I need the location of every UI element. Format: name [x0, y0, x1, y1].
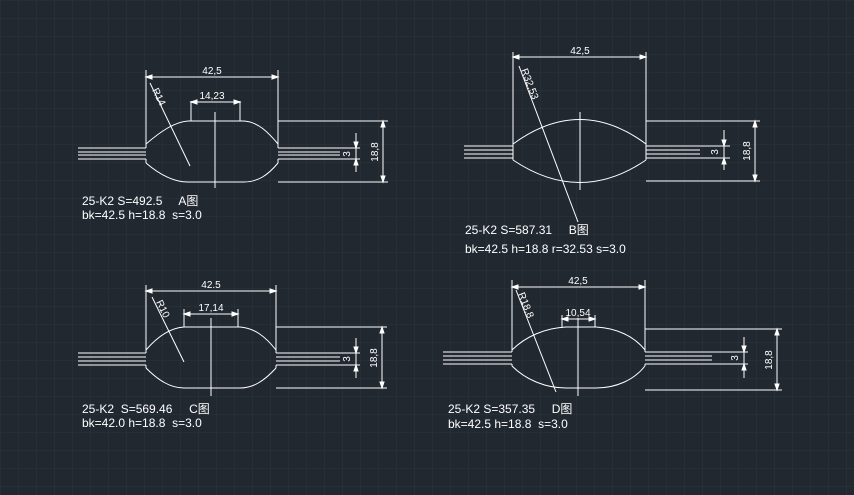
spec-line-2: bk=42.0 h=18.8 s=3.0 — [82, 416, 202, 430]
dimension-length-label: 42,5 — [568, 276, 588, 287]
radius-leader — [149, 82, 191, 167]
dimension-thickness-label: 3 — [710, 149, 721, 155]
dimension-length-label: 42,5 — [202, 66, 222, 77]
drawing-c[interactable]: 42.5 17,14 R10 3 18,8 25-K2 S=569.46 C图 … — [78, 280, 387, 430]
dimension-height[interactable] — [276, 325, 387, 390]
dimension-thickness[interactable] — [741, 337, 747, 378]
dimension-length[interactable] — [144, 285, 278, 350]
dimension-thickness[interactable] — [353, 338, 359, 378]
dimension-thickness[interactable] — [353, 133, 359, 172]
dimension-height-label: 18,8 — [742, 141, 753, 161]
dimension-height[interactable] — [645, 327, 782, 392]
drawing-d[interactable]: 42,5 10,54 R18,8 3 18,8 25-K2 S=357.35 D… — [443, 276, 782, 431]
radius-leader — [518, 65, 579, 223]
dimension-length[interactable] — [511, 52, 648, 144]
dimension-inner-label: 14,23 — [199, 91, 224, 102]
profile-outline — [78, 318, 360, 396]
dimension-inner-label: 10,54 — [565, 308, 590, 319]
dimension-inner-label: 17,14 — [198, 303, 223, 314]
spec-line-2: bk=42.5 h=18.8 s=3.0 — [82, 208, 202, 222]
dimension-height-label: 18,8 — [370, 142, 381, 162]
spec-line-1: 25-K2 S=569.46 C图 — [82, 402, 210, 416]
dimension-length[interactable] — [144, 70, 280, 144]
dimension-length[interactable] — [510, 280, 647, 350]
drawing-b[interactable]: 42,5 R32,53 3 18,8 25-K2 S=587.31 B图 bk=… — [464, 46, 760, 256]
radius-leader — [515, 289, 557, 393]
dimension-height[interactable] — [278, 119, 388, 184]
dimension-height[interactable] — [646, 119, 760, 183]
profile-outline — [78, 112, 360, 188]
profile-outline — [464, 112, 730, 190]
radius-leader — [151, 296, 185, 363]
spec-line-1: 25-K2 S=587.31 B图 — [465, 223, 589, 237]
spec-line-2: bk=42.5 h=18.8 s=3.0 — [448, 417, 568, 431]
dimension-thickness-label: 3 — [342, 151, 353, 157]
dimension-thickness-label: 3 — [730, 355, 741, 361]
profile-outline — [443, 318, 748, 396]
dimension-thickness[interactable] — [721, 130, 727, 170]
dimension-thickness-label: 3 — [342, 356, 353, 362]
dimension-inner[interactable] — [560, 315, 597, 327]
spec-line-1: 25-K2 S=357.35 D图 — [448, 402, 572, 416]
dimension-inner[interactable] — [189, 99, 242, 121]
dimension-length-label: 42,5 — [570, 46, 590, 57]
dimension-inner[interactable] — [182, 309, 240, 327]
dimension-height-label: 18,8 — [764, 350, 775, 370]
spec-line-1: 25-K2 S=492.5 A图 — [82, 194, 198, 208]
drawing-a[interactable]: 42,5 14,23 R14 3 18,8 25-K2 S=492.5 A图 b… — [78, 66, 388, 222]
dimension-length-label: 42.5 — [201, 280, 221, 291]
spec-line-2: bk=42.5 h=18.8 r=32.53 s=3.0 — [465, 242, 626, 256]
dimension-height-label: 18,8 — [369, 348, 380, 368]
